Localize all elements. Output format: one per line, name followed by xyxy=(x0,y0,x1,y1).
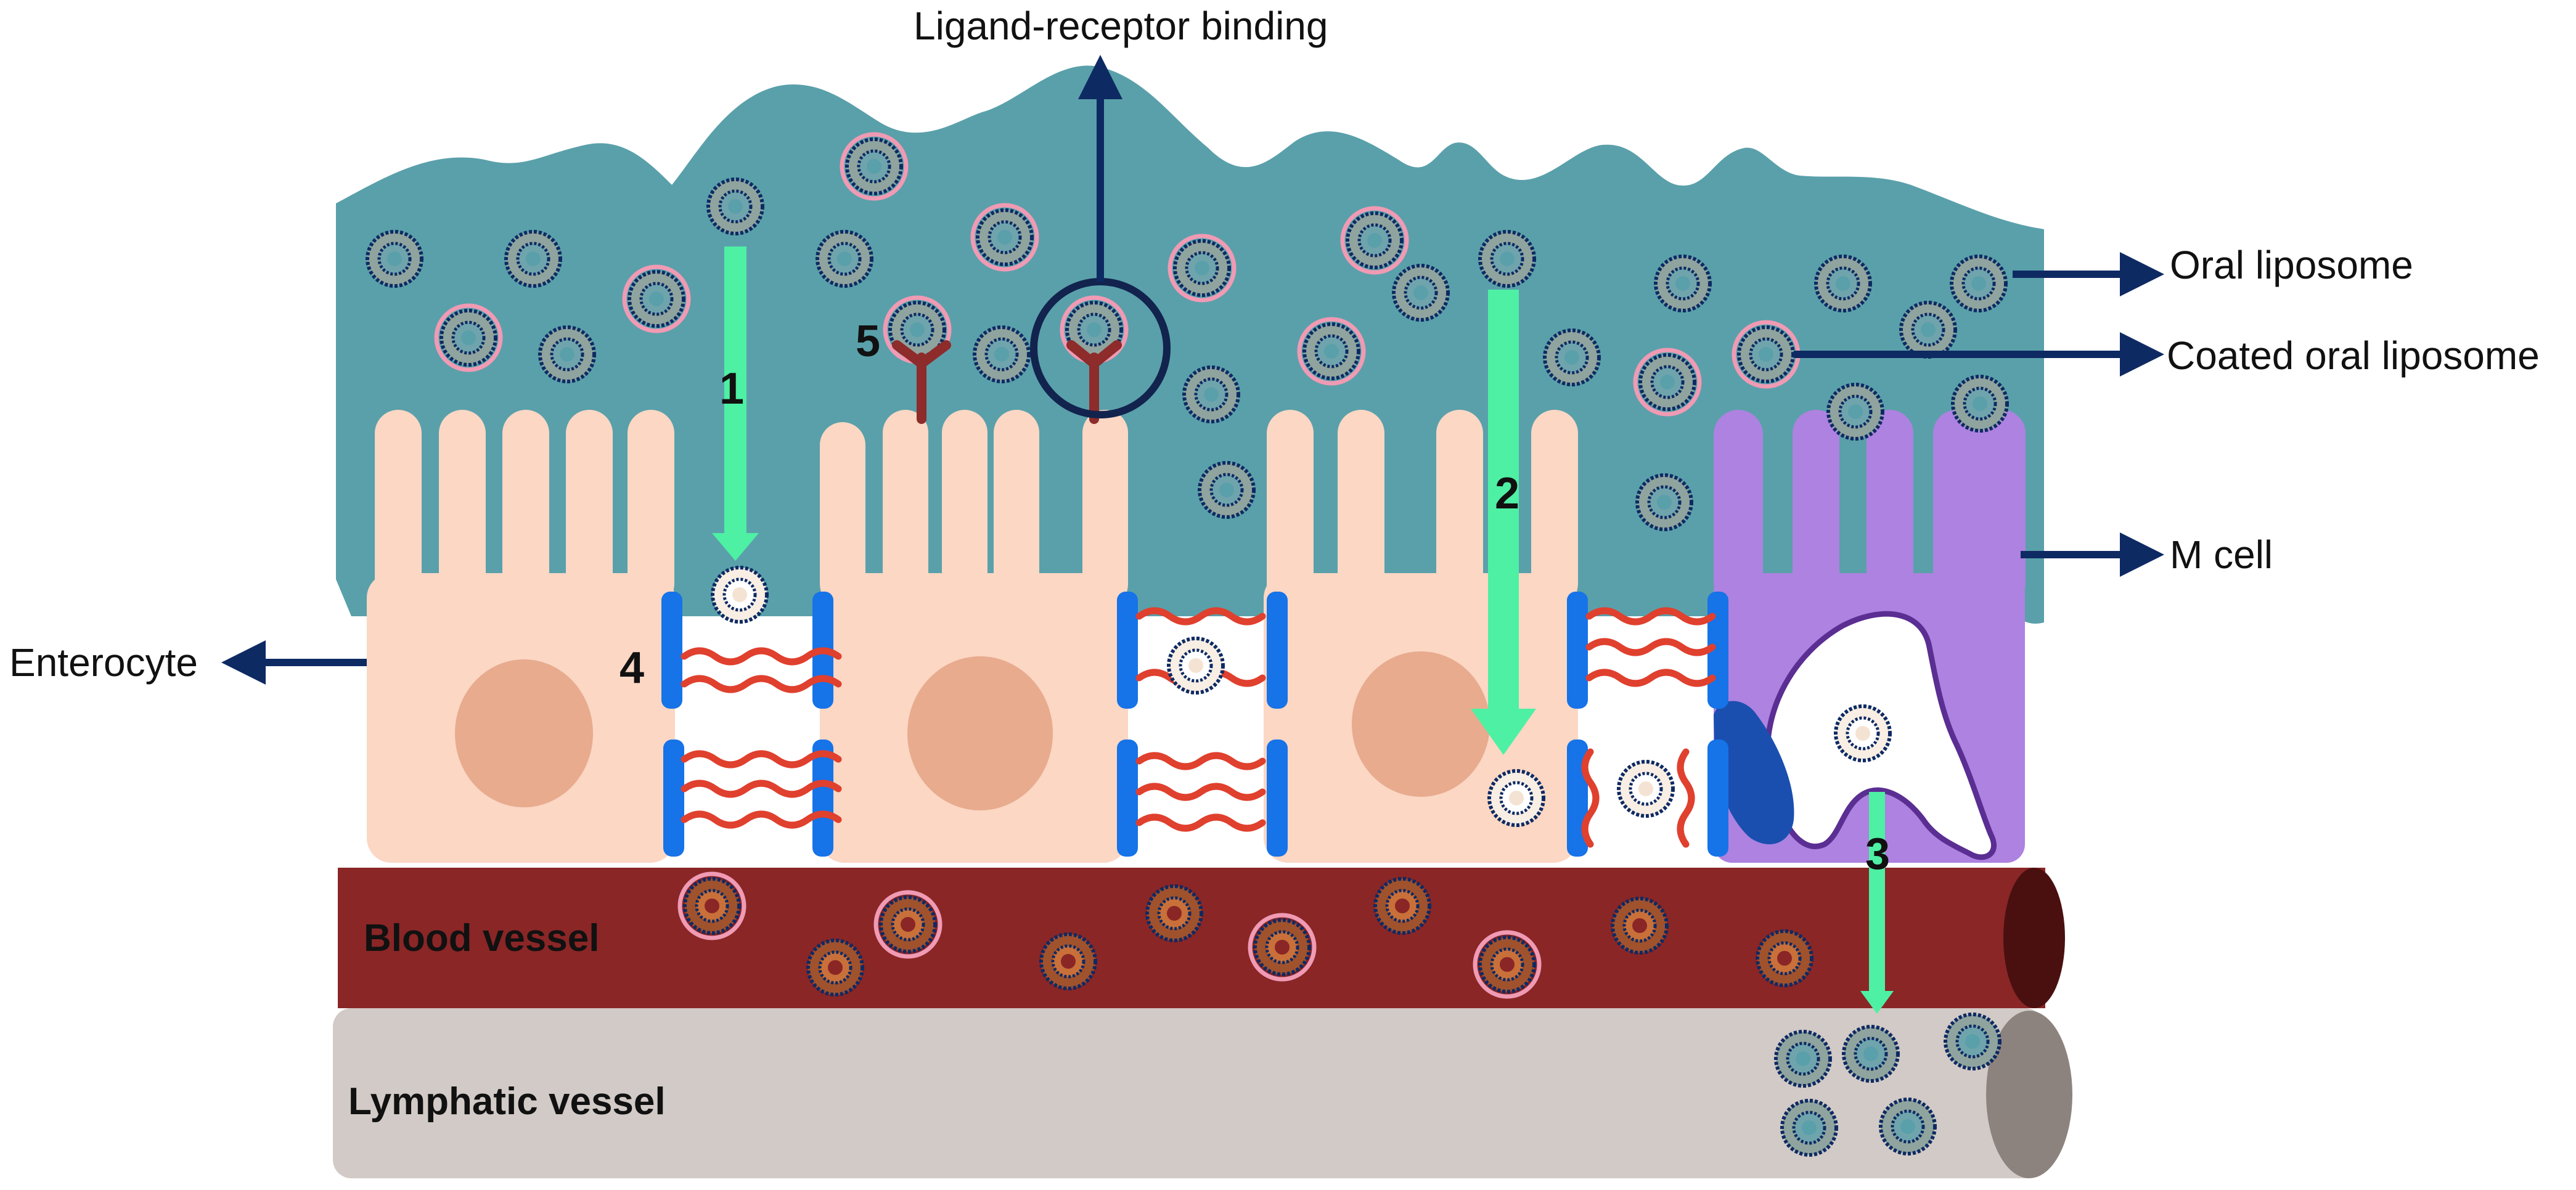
receptor-icon xyxy=(1066,340,1122,424)
pathway-number-2: 2 xyxy=(1495,469,1520,518)
coated-liposome-icon xyxy=(622,264,691,333)
liposome-icon xyxy=(1951,375,2009,433)
liposome-icon xyxy=(1543,328,1601,386)
label-m-cell: M cell xyxy=(2170,532,2273,577)
coated-liposome-icon xyxy=(883,295,952,364)
liposome-icon xyxy=(1899,301,1957,359)
liposome-icon xyxy=(1611,897,1669,955)
liposome-icon xyxy=(1780,1099,1838,1157)
liposome-icon xyxy=(1198,461,1256,519)
liposome-icon xyxy=(1145,884,1203,942)
liposome-icon xyxy=(711,566,769,624)
callout-arrows xyxy=(221,55,2164,685)
liposome-icon xyxy=(1944,1013,2002,1070)
liposome-icon xyxy=(1834,704,1892,762)
liposome-icon xyxy=(366,230,423,288)
liposome-icon xyxy=(1879,1098,1937,1155)
liposomes xyxy=(366,132,2009,1157)
pathway-arrow-1 xyxy=(712,247,759,561)
liposome-icon xyxy=(504,230,562,288)
liposome-icon xyxy=(538,325,596,383)
label-blood-vessel: Blood vessel xyxy=(364,917,600,960)
liposome-icon xyxy=(1617,760,1675,818)
liposome-icon xyxy=(1635,473,1693,531)
coated-liposome-icon xyxy=(873,890,942,959)
m-cell-nucleus xyxy=(1714,701,1794,844)
liposome-icon xyxy=(1373,877,1431,935)
coated-liposome-icon xyxy=(970,203,1039,272)
liposome-icon xyxy=(1478,230,1536,288)
pathway-number-1: 1 xyxy=(719,364,745,414)
coated-liposome-icon xyxy=(1167,234,1237,303)
coated-liposome-icon xyxy=(1297,317,1366,386)
enterocyte-nucleus xyxy=(1352,651,1490,797)
liposome-icon xyxy=(1842,1025,1900,1083)
liposome-icon xyxy=(1654,255,1712,312)
coated-liposome-icon xyxy=(1633,348,1702,417)
enterocyte-nucleus xyxy=(907,656,1053,810)
liposome-icon xyxy=(706,177,764,235)
liposome-icon xyxy=(1182,365,1240,423)
coated-liposome-icon xyxy=(840,132,909,201)
pathway-number-3: 3 xyxy=(1865,829,1891,879)
liposome-icon xyxy=(806,939,864,996)
liposome-icon xyxy=(1950,255,2008,312)
pathway-number-5: 5 xyxy=(856,317,881,366)
label-coated-oral-liposome: Coated oral liposome xyxy=(2167,333,2540,378)
receptor-icon xyxy=(892,340,951,424)
label-lymphatic-vessel: Lymphatic vessel xyxy=(348,1080,666,1123)
label-ligand-receptor-binding: Ligand-receptor binding xyxy=(914,4,1328,48)
enterocyte-nucleus xyxy=(455,659,593,807)
label-enterocyte: Enterocyte xyxy=(9,640,198,685)
pathway-number-4: 4 xyxy=(619,643,645,693)
liposome-icon xyxy=(816,230,873,288)
lymphatic-vessel xyxy=(333,1008,2072,1178)
liposome-icon xyxy=(1392,264,1450,322)
liposome-icon xyxy=(973,325,1031,383)
liposome-icon xyxy=(1774,1030,1832,1088)
liposome-icon xyxy=(1756,929,1813,987)
coated-liposome-icon xyxy=(1248,913,1317,982)
liposome-icon xyxy=(1814,255,1872,312)
liposome-icon xyxy=(1826,383,1884,441)
coated-liposome-icon xyxy=(1732,320,1801,389)
coated-liposome-icon xyxy=(1060,295,1129,364)
coated-liposome-icon xyxy=(1473,930,1542,999)
liposome-icon xyxy=(1039,932,1097,990)
coated-liposome-icon xyxy=(1340,206,1409,275)
liposome-icon xyxy=(1487,769,1545,827)
coated-liposome-icon xyxy=(677,871,746,940)
coated-liposome-icon xyxy=(434,303,503,372)
liposome-icon xyxy=(1167,637,1225,695)
pathway-arrows xyxy=(712,247,1894,1014)
label-oral-liposome: Oral liposome xyxy=(2170,243,2413,287)
pathway-arrow-3 xyxy=(1860,792,1894,1014)
pathway-arrow-2 xyxy=(1471,290,1536,755)
